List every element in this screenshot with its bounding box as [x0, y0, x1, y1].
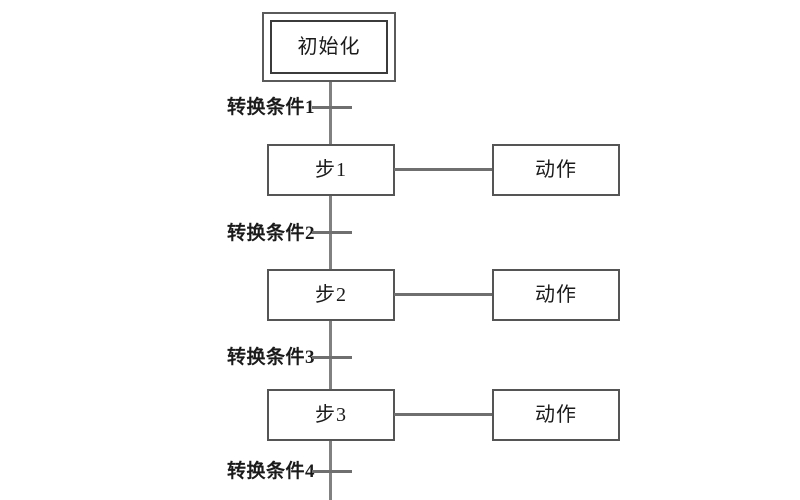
trunk-line-init-to-step1 — [329, 82, 332, 146]
transition-label-1: 转换条件1 — [226, 97, 315, 118]
action-label-3: 动作 — [535, 404, 577, 426]
step-action-connector-2 — [394, 293, 494, 296]
action-label-2: 动作 — [535, 284, 577, 306]
transition-label-4: 转换条件4 — [226, 461, 315, 482]
initial-step-label: 初始化 — [297, 36, 361, 58]
action-box-3[interactable]: 动作 — [492, 389, 620, 441]
step-label-2: 步2 — [315, 284, 347, 306]
transition-tick-1 — [312, 106, 352, 109]
action-label-1: 动作 — [535, 159, 577, 181]
step-box-3[interactable]: 步3 — [267, 389, 395, 441]
transition-tick-2 — [312, 231, 352, 234]
step-box-1[interactable]: 步1 — [267, 144, 395, 196]
step-action-connector-1 — [394, 168, 494, 171]
trunk-line-step2-to-step3 — [329, 321, 332, 390]
transition-tick-3 — [312, 356, 352, 359]
transition-tick-4 — [312, 470, 352, 473]
transition-label-3: 转换条件3 — [226, 347, 315, 368]
initial-step-box[interactable]: 初始化 — [270, 20, 388, 74]
step-label-3: 步3 — [315, 404, 347, 426]
step-action-connector-3 — [394, 413, 494, 416]
transition-label-2: 转换条件2 — [226, 223, 315, 244]
action-box-1[interactable]: 动作 — [492, 144, 620, 196]
step-label-1: 步1 — [315, 159, 347, 181]
action-box-2[interactable]: 动作 — [492, 269, 620, 321]
step-box-2[interactable]: 步2 — [267, 269, 395, 321]
